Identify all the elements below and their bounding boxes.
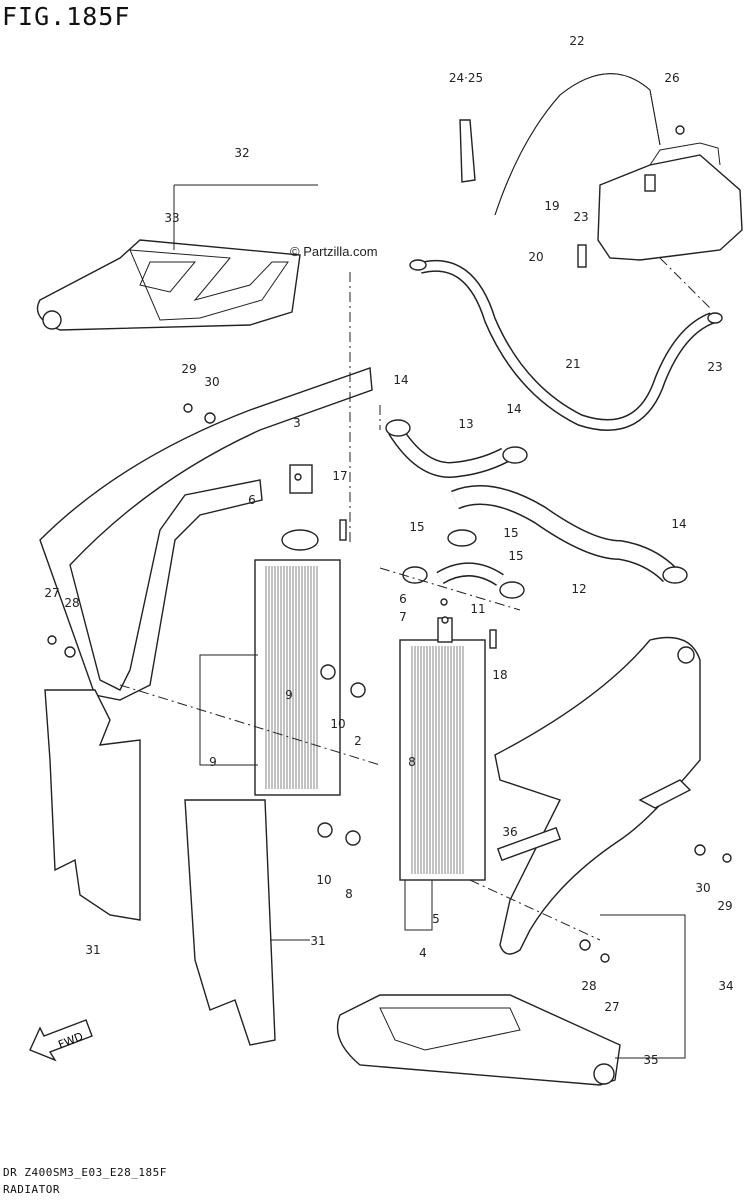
callout-14: 14 — [671, 517, 686, 531]
callout-4: 4 — [419, 946, 427, 960]
callout-2: 2 — [354, 734, 362, 748]
callout-14: 14 — [506, 402, 521, 416]
callout-29: 29 — [717, 899, 732, 913]
callout-10: 10 — [316, 873, 331, 887]
bracket-line-2 — [199, 654, 258, 766]
reference-lines — [119, 257, 713, 941]
callout-30: 30 — [204, 375, 219, 389]
callout-7: 7 — [399, 610, 407, 624]
shroud-decal-lower — [336, 994, 621, 1086]
figure-caption: RADIATOR — [3, 1183, 60, 1196]
callout-15: 15 — [508, 549, 523, 563]
radiator-guard-left — [44, 689, 141, 921]
hose-21 — [418, 259, 715, 431]
callout-24-25: 24·25 — [449, 71, 483, 85]
bracket-line-34 — [600, 914, 686, 1059]
side-shroud-panel — [494, 636, 701, 955]
callout-18: 18 — [492, 668, 507, 682]
fasteners — [47, 125, 732, 963]
radiator-left — [254, 464, 341, 796]
callout-27: 27 — [604, 1000, 619, 1014]
callout-22: 22 — [569, 34, 584, 48]
callout-8: 8 — [408, 755, 416, 769]
callout-13: 13 — [458, 417, 473, 431]
callout-33: 33 — [164, 211, 179, 225]
callout-26: 26 — [664, 71, 679, 85]
callout-35: 35 — [643, 1053, 658, 1067]
bracket-24-25 — [459, 119, 476, 183]
frame-rail — [39, 367, 373, 701]
reservoir-tank — [597, 142, 743, 261]
callout-30: 30 — [695, 881, 710, 895]
callout-31: 31 — [85, 943, 100, 957]
callout-9: 9 — [285, 688, 293, 702]
callout-11: 11 — [470, 602, 485, 616]
callout-28: 28 — [64, 596, 79, 610]
callout-5: 5 — [432, 912, 440, 926]
callout-14: 14 — [393, 373, 408, 387]
callout-34: 34 — [718, 979, 733, 993]
callout-3: 3 — [293, 416, 301, 430]
callout-17: 17 — [332, 469, 347, 483]
foam-strip-36 — [496, 826, 562, 862]
callout-36: 36 — [502, 825, 517, 839]
shroud-decal-upper — [36, 239, 301, 331]
radiator-guard-inner — [184, 799, 276, 1046]
callout-23: 23 — [573, 210, 588, 224]
figure-title: FIG.185F — [2, 2, 131, 31]
fwd-arrow-icon: FWD — [29, 1019, 93, 1062]
callout-15: 15 — [503, 526, 518, 540]
callout-6: 6 — [399, 592, 407, 606]
hose-clamps — [385, 259, 723, 599]
callout-9: 9 — [209, 755, 217, 769]
callout-27: 27 — [44, 586, 59, 600]
callout-28: 28 — [581, 979, 596, 993]
callout-15: 15 — [409, 520, 424, 534]
bracket-line-4 — [404, 880, 433, 931]
callout-21: 21 — [565, 357, 580, 371]
callout-8: 8 — [345, 887, 353, 901]
callout-32: 32 — [234, 146, 249, 160]
callout-23: 23 — [707, 360, 722, 374]
callout-29: 29 — [181, 362, 196, 376]
radiator-right — [399, 617, 486, 881]
callout-19: 19 — [544, 199, 559, 213]
callout-12: 12 — [571, 582, 586, 596]
callout-10: 10 — [330, 717, 345, 731]
watermark: © Partzilla.com — [290, 244, 378, 259]
callout-20: 20 — [528, 250, 543, 264]
callout-31: 31 — [310, 934, 325, 948]
figure-code: DR Z400SM3_E03_E28_185F — [3, 1166, 167, 1179]
callout-6: 6 — [248, 493, 256, 507]
